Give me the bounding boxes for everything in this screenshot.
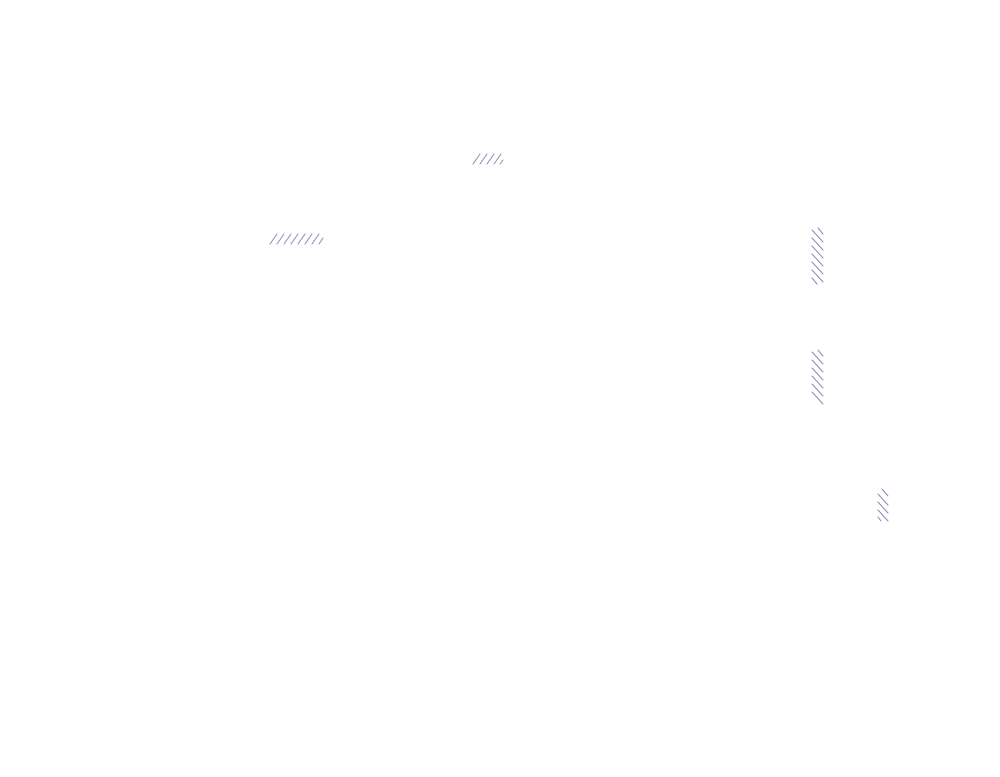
hatch-mark-upper-left xyxy=(269,233,325,245)
hatch-mark-top-center xyxy=(472,153,504,165)
hatch-mark-right-middle xyxy=(810,349,824,405)
hatch-mark-far-right-lower xyxy=(876,488,890,522)
hatch-mark-right-upper xyxy=(810,227,824,285)
